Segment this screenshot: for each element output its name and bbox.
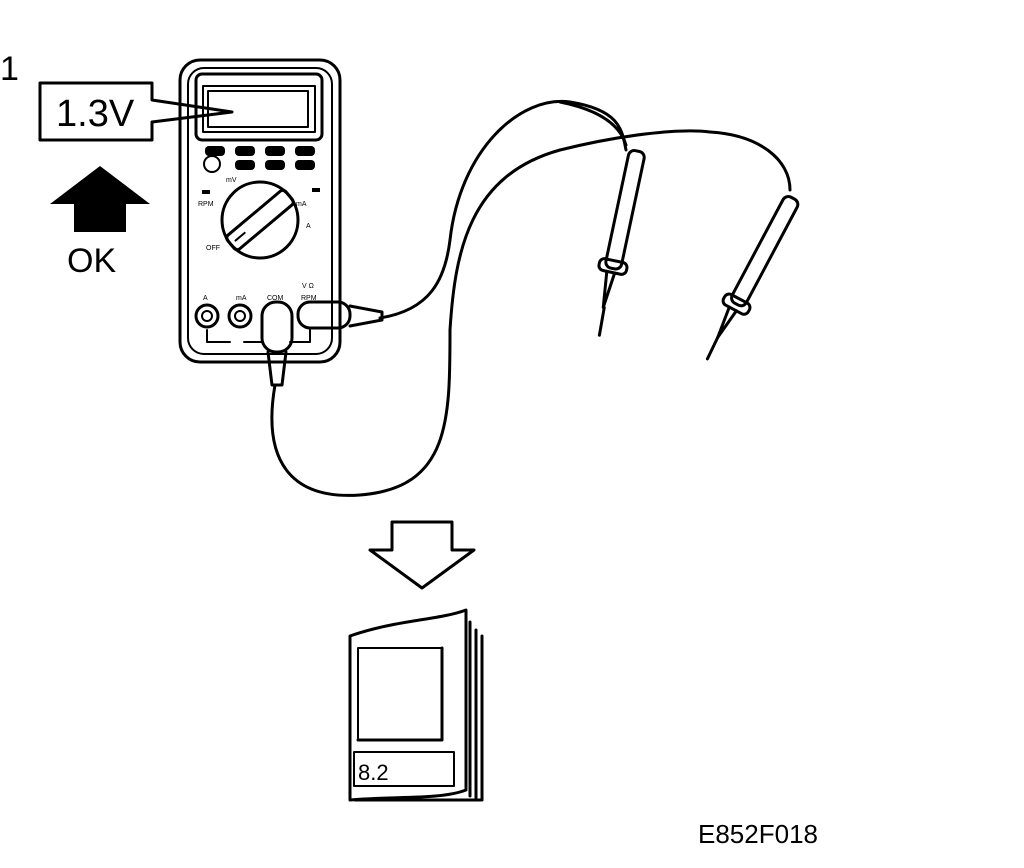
test-lead-cables	[270, 99, 792, 497]
figure-code: E852F018	[698, 819, 818, 849]
manual-book-icon: 8.2	[348, 608, 484, 802]
down-arrow-icon	[368, 520, 476, 590]
jack-label-a: A	[203, 295, 208, 302]
meter-label-rpm-left: RPM	[198, 201, 214, 208]
meter-label-ma: mA	[296, 201, 307, 208]
meter-label-a-right: A	[306, 223, 311, 230]
step-number: 1	[0, 50, 19, 88]
jack-label-ma: mA	[236, 295, 247, 302]
jack-label-v: V Ω	[302, 283, 314, 290]
v-plug	[296, 300, 384, 330]
meter-label-off: OFF	[206, 245, 220, 252]
manual-section: 8.2	[358, 760, 389, 785]
com-plug	[260, 300, 294, 387]
reading-callout: 1.3V	[38, 81, 234, 142]
up-arrow-icon	[50, 166, 150, 232]
multimeter-icon: RPM OFF mV mA A A mA COM V Ω RPM	[178, 58, 342, 364]
jack-label-rpm: RPM	[301, 295, 317, 302]
result-label: OK	[67, 242, 116, 280]
meter-reading: 1.3V	[56, 93, 135, 135]
meter-label-mv: mV	[226, 177, 237, 184]
jack-label-com: COM	[267, 295, 284, 302]
test-probe-icon	[597, 149, 800, 361]
